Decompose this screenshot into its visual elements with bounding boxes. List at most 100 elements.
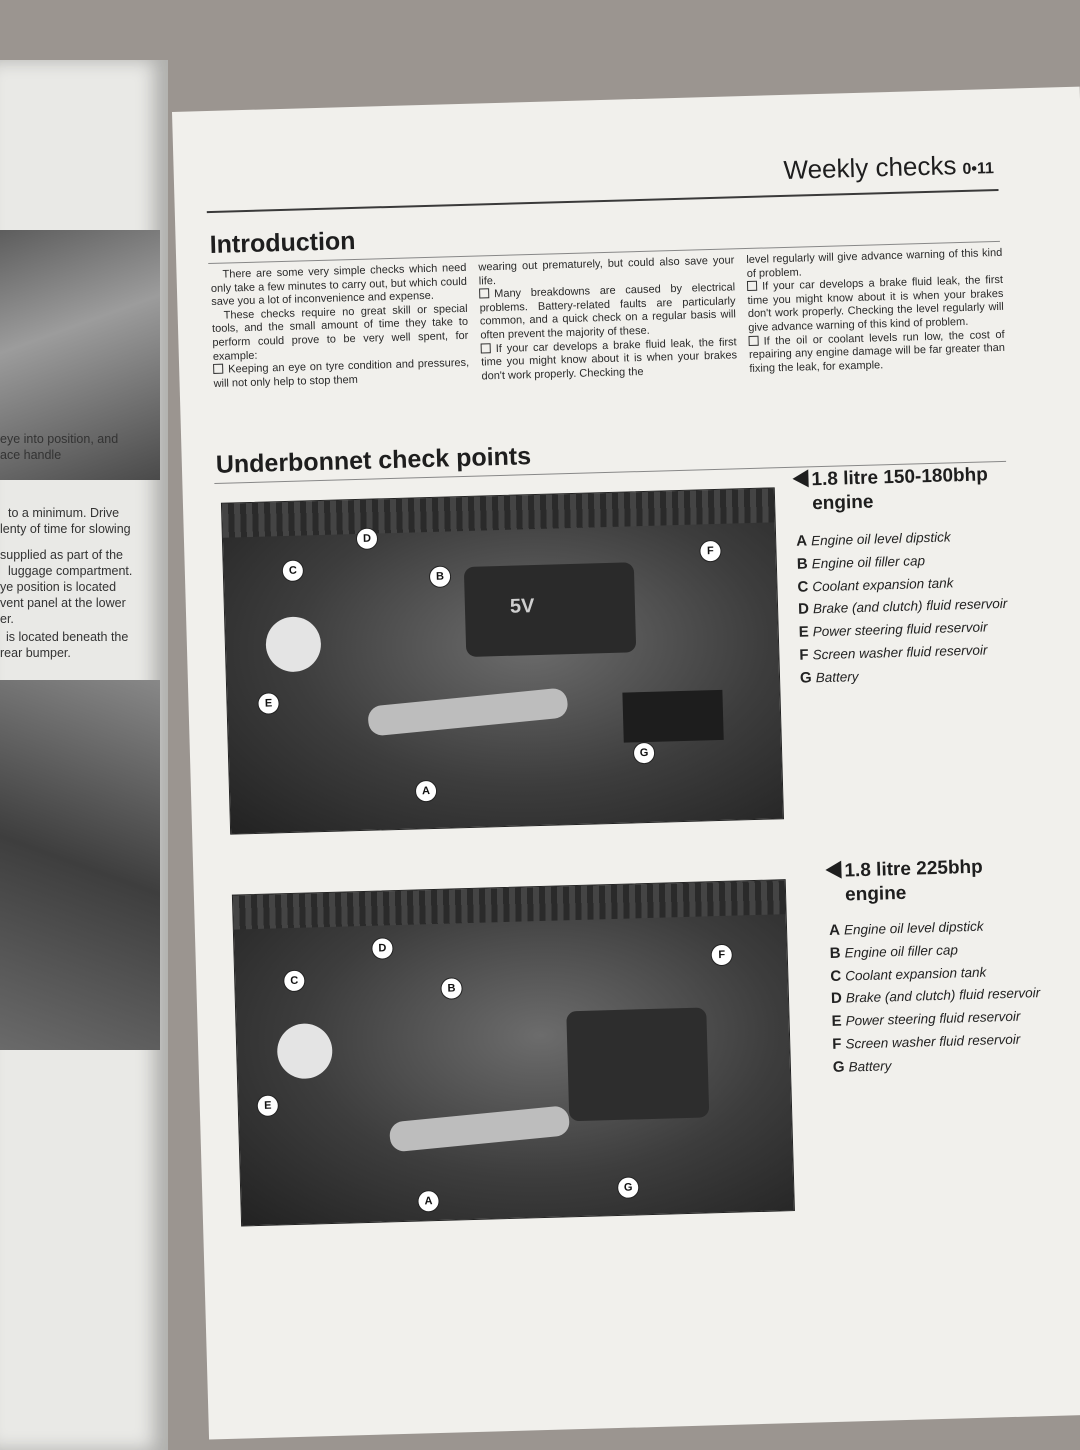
intro-column-2: wearing out prematurely, but could also … (478, 254, 737, 383)
left-page-line: er. (0, 612, 14, 626)
legend-label: Battery (815, 668, 859, 686)
engine-cover-logo: 5V (509, 595, 535, 618)
legend-label: Screen washer fluid reservoir (845, 1031, 1021, 1052)
coolant-tank (265, 616, 322, 673)
left-page-line: luggage compartment. (8, 564, 133, 578)
engine-title-line: engine (844, 882, 907, 906)
legend-label: Coolant expansion tank (845, 964, 987, 984)
intro-checklist-item: If your car develops a brake fluid leak,… (480, 335, 738, 384)
manual-page: Weekly checks 0•11 Introduction There are… (172, 86, 1080, 1440)
legend-letter: G (832, 1058, 845, 1076)
photo-marker: A (414, 779, 438, 803)
legend-letter: E (831, 1012, 842, 1031)
left-page-line: ace handle (0, 448, 62, 462)
section-title-underbonnet: Underbonnet check points (215, 442, 532, 479)
legend-label: Engine oil filler cap (844, 942, 959, 961)
legend-label: Power steering fluid reservoir (812, 619, 988, 640)
left-page-line: rear bumper. (0, 646, 71, 660)
intro-checklist-item: Keeping an eye on tyre condition and pre… (213, 357, 470, 391)
engine-cover (463, 562, 637, 657)
engine-bay-photo-1: 5V A B C D E F G (220, 487, 784, 835)
legend-label: Engine oil filler cap (811, 552, 926, 572)
engine-title-1: 1.8 litre 150-180bhp engine (792, 463, 989, 516)
legend-label: Engine oil level dipstick (810, 529, 951, 549)
legend-label: Engine oil level dipstick (843, 918, 984, 938)
photo-marker: B (440, 977, 463, 1000)
left-page-photo-top (0, 230, 160, 480)
legend-letter: A (795, 532, 808, 550)
legend-letter: F (799, 646, 809, 664)
legend-letter: B (796, 555, 808, 573)
checkbox-icon (746, 280, 758, 292)
intake-pipe (388, 1105, 571, 1153)
battery (622, 689, 724, 743)
legend-letter: E (798, 623, 810, 641)
header-rule (206, 188, 999, 214)
legend-letter: C (797, 578, 809, 596)
legend-label: Coolant expansion tank (812, 574, 954, 594)
coolant-tank (276, 1022, 334, 1080)
checkbox-icon (213, 363, 224, 375)
section-title-introduction: Introduction (209, 226, 356, 259)
engine-title-line: engine (811, 491, 874, 515)
running-head-title: Weekly checks (783, 150, 957, 185)
photo-marker: D (355, 527, 379, 551)
triangle-pointer-icon (825, 860, 842, 880)
intro-checklist-item: If the oil or coolant levels run low, th… (748, 328, 1005, 376)
running-head: Weekly checks 0•11 (783, 149, 994, 186)
engine-title-line: 1.8 litre 225bhp (844, 856, 984, 882)
photo-marker: C (283, 969, 306, 993)
engine-title-2: 1.8 litre 225bhp engine (825, 856, 984, 908)
photo-marker: D (371, 937, 394, 960)
checkbox-icon (479, 288, 490, 299)
legend-letter: G (799, 669, 812, 687)
photo-marker: E (256, 1094, 280, 1118)
triangle-pointer-icon (792, 469, 809, 488)
left-facing-page: eye into position, and ace handle to a m… (0, 60, 168, 1450)
legend-letter: C (830, 967, 842, 985)
photo-marker: A (417, 1189, 440, 1213)
legend-label: Screen washer fluid reservoir (812, 642, 988, 663)
intro-column-3: level regularly will give advance warnin… (746, 247, 1005, 376)
intro-checklist-text: Many breakdowns are caused by electrical… (479, 281, 737, 342)
photo-marker: E (257, 692, 280, 715)
photo-marker: C (281, 559, 305, 583)
intro-checklist-item: Many breakdowns are caused by electrical… (479, 282, 736, 344)
page-number: 0•11 (962, 160, 995, 178)
checkbox-icon (748, 335, 759, 346)
left-page-line: is located beneath the (6, 630, 129, 644)
intro-paragraph: There are some very simple checks which … (210, 261, 468, 309)
photo-grille (221, 488, 775, 538)
left-page-line: to a minimum. Drive (8, 506, 120, 520)
photo-marker: G (632, 741, 656, 765)
legend-letter: F (832, 1035, 842, 1053)
photo-marker: F (710, 943, 734, 967)
engine-title-line: 1.8 litre 150-180bhp (811, 464, 989, 491)
left-page-line: ye position is located (0, 580, 117, 594)
legend-letter: B (829, 944, 841, 962)
legend-label: Battery (848, 1058, 892, 1075)
legend-letter: A (828, 921, 841, 939)
intro-checklist-item: If your car develops a brake fluid leak,… (746, 274, 1004, 336)
legend-letter: D (797, 600, 810, 619)
left-page-line: lenty of time for slowing (0, 522, 131, 536)
photo-grille (232, 880, 786, 930)
left-page-line: eye into position, and (0, 432, 119, 446)
engine-bay-photo-2: A B C D E F G (231, 879, 795, 1227)
photo-marker: F (699, 539, 722, 563)
photo-marker: G (616, 1176, 640, 1199)
intro-checklist-text: If your car develops a brake fluid leak,… (480, 335, 738, 383)
intro-checklist-text: If the oil or coolant levels run low, th… (748, 328, 1006, 375)
legend-label: Brake (and clutch) fluid reservoir (812, 596, 1008, 617)
intro-checklist-text: If your car develops a brake fluid leak,… (747, 274, 1004, 334)
checkbox-icon (480, 342, 491, 354)
intake-pipe (366, 687, 569, 737)
intro-column-1: There are some very simple checks which … (210, 261, 470, 391)
left-page-line: supplied as part of the (0, 548, 123, 562)
legend-letter: D (830, 990, 843, 1008)
legend-label: Brake (and clutch) fluid reservoir (845, 985, 1041, 1006)
air-box (566, 1007, 710, 1122)
legend-label: Power steering fluid reservoir (845, 1008, 1021, 1029)
left-page-line: vent panel at the lower (0, 596, 126, 610)
